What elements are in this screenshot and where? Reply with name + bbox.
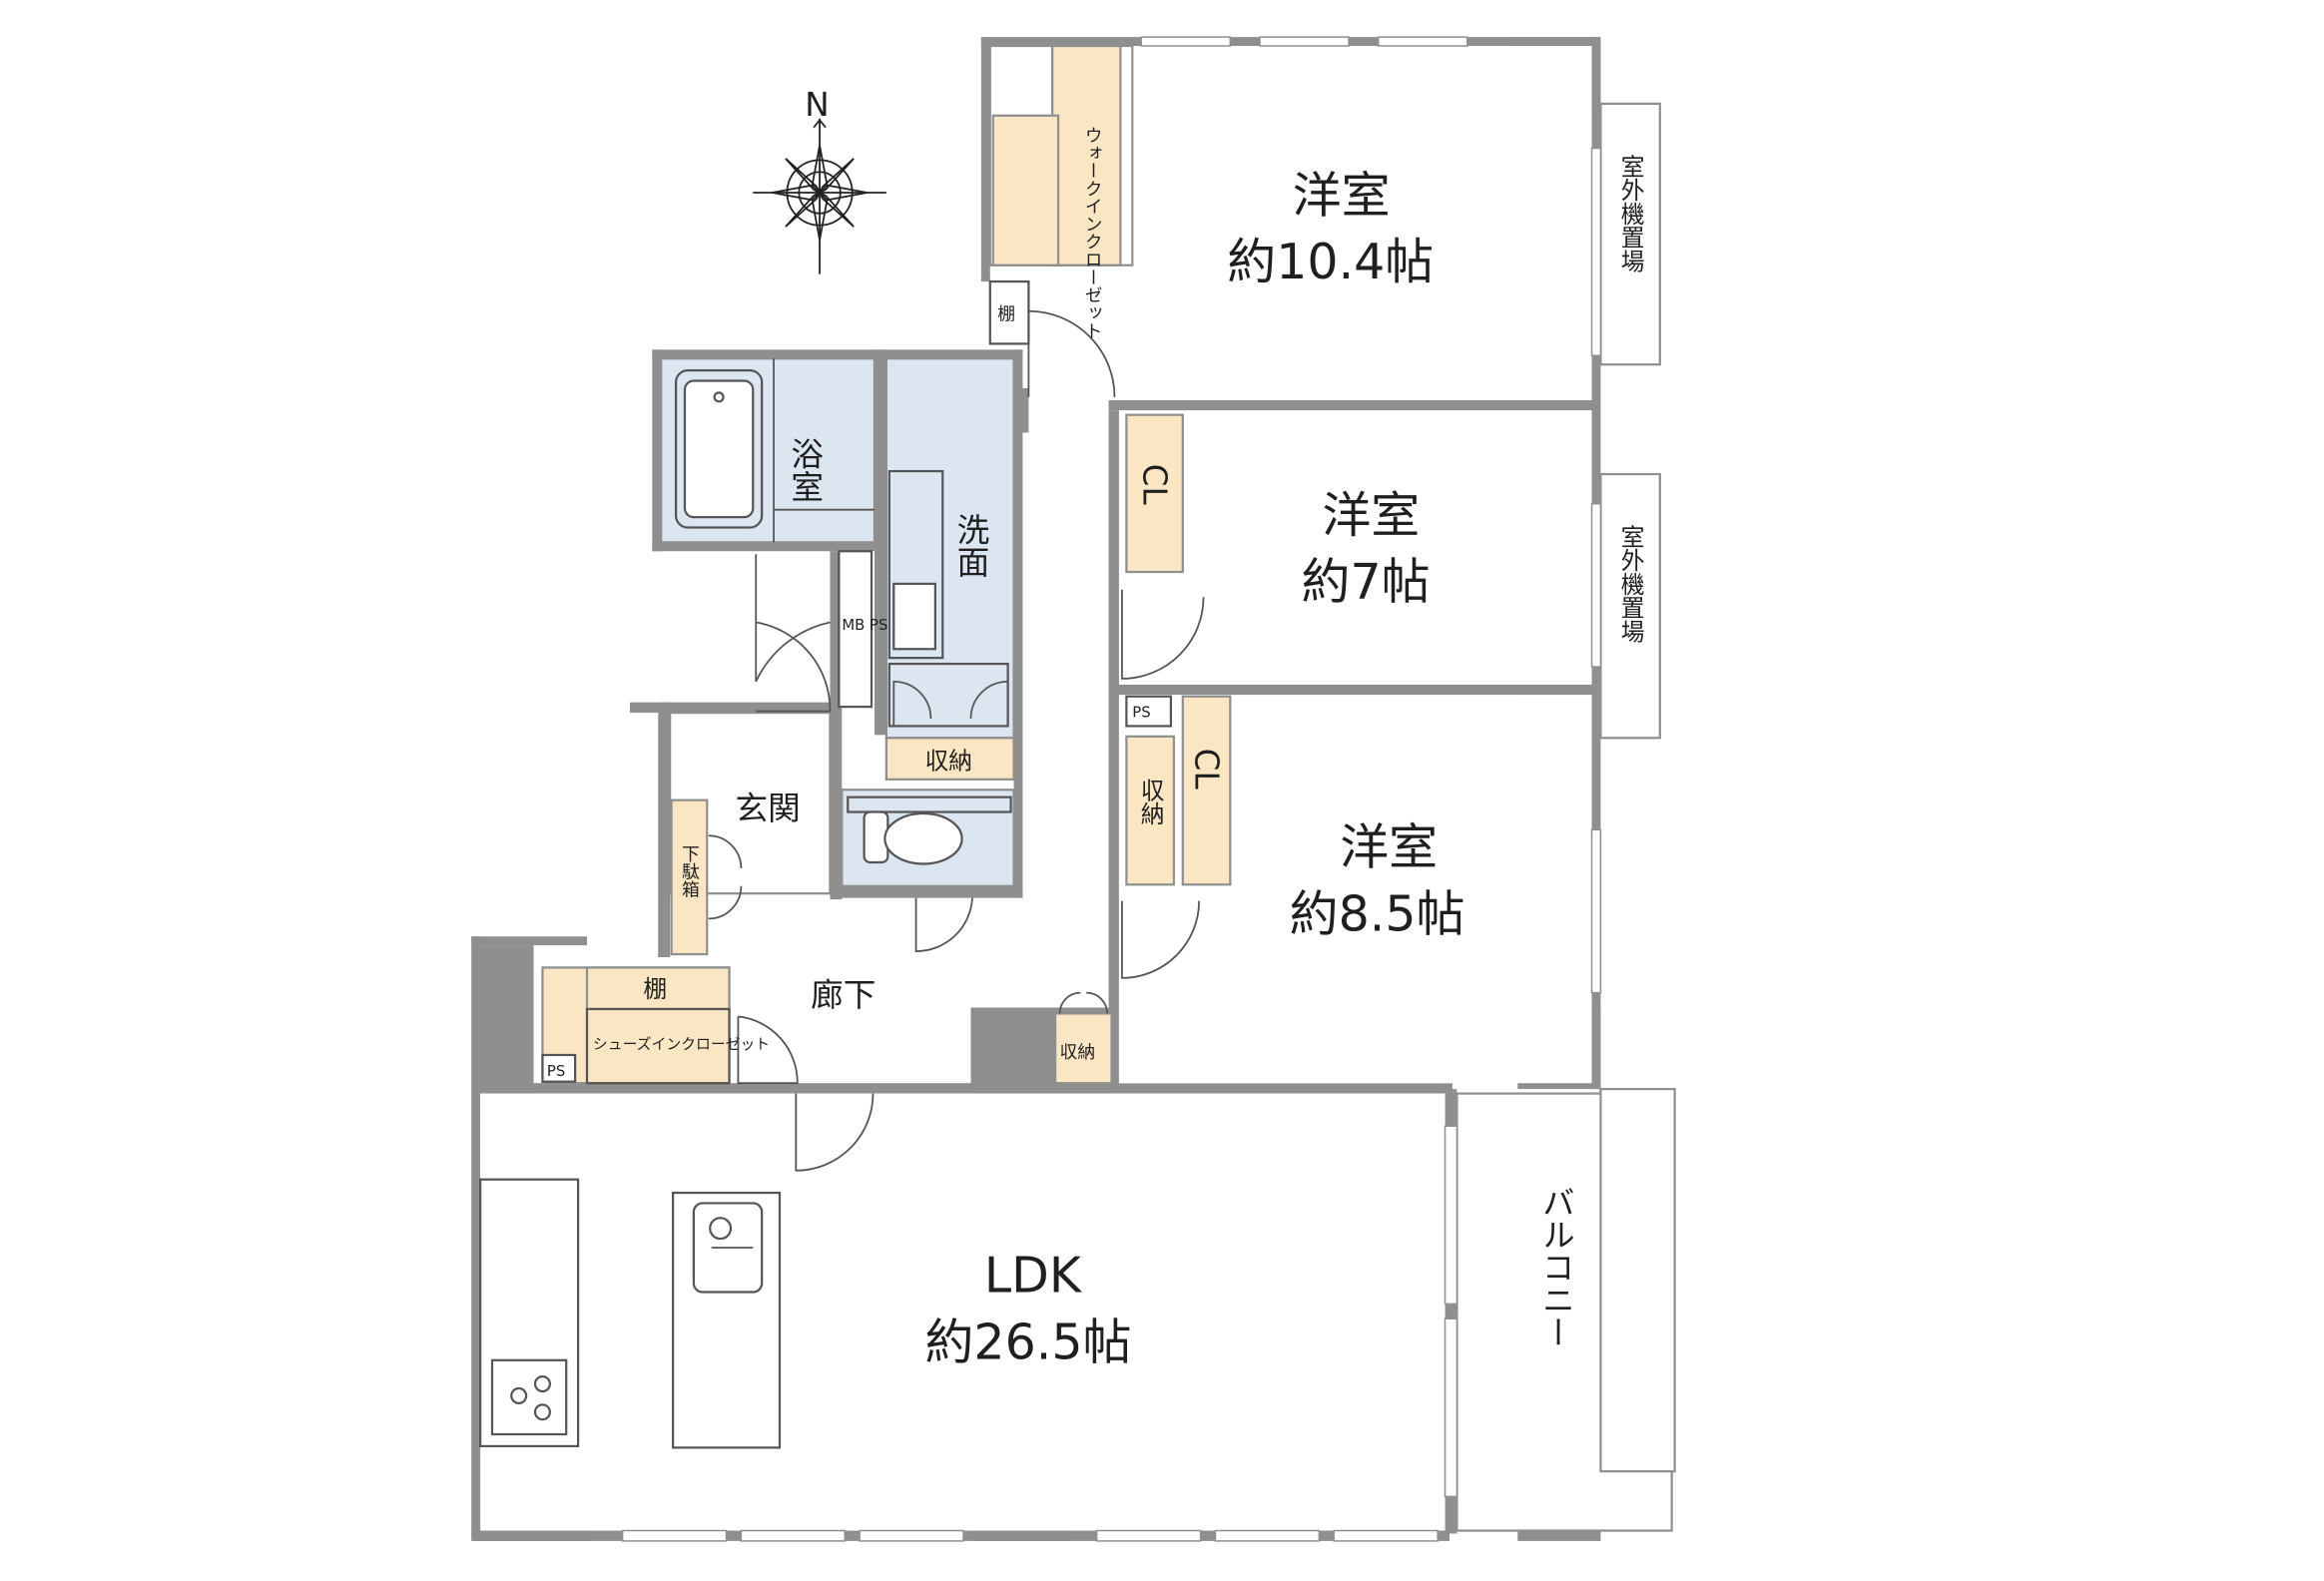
shoes-shelf-label: 棚 <box>643 975 667 1003</box>
ps-2-label: PS <box>1132 705 1150 722</box>
western-room-1-name: 洋室 <box>1293 167 1391 224</box>
closet-1-label: CL <box>1136 464 1174 506</box>
ldk-name: LDK <box>984 1248 1083 1305</box>
ldk <box>480 1093 1446 1531</box>
washroom-label: 洗面 <box>951 512 989 578</box>
western-room-2-area: 約7帖 <box>1302 554 1431 611</box>
western-room-3-name: 洋室 <box>1340 818 1438 875</box>
storage-hall <box>1054 1012 1113 1085</box>
ps-1-box <box>541 1053 577 1083</box>
outdoor-unit-2-box <box>1599 472 1661 740</box>
shoe-box-label: 下駄箱 <box>679 844 700 897</box>
mb-ps-box <box>838 550 873 709</box>
compass-rose-icon <box>753 118 886 274</box>
western-room-1-area: 約10.4帖 <box>1227 234 1434 290</box>
storage-wash <box>884 737 1015 781</box>
ps-1-label: PS <box>547 1063 565 1080</box>
closet-2-label: CL <box>1188 749 1226 790</box>
entrance-label: 玄関 <box>735 790 800 827</box>
shelf-top <box>988 279 1030 345</box>
outdoor-unit-1-label: 室外機置場 <box>1616 154 1644 272</box>
compass-north-label: N <box>805 86 829 124</box>
hallway-label: 廊下 <box>811 976 875 1014</box>
outdoor-unit-2-label: 室外機置場 <box>1616 524 1644 643</box>
western-room-3-area: 約8.5帖 <box>1290 885 1465 942</box>
shelf-top-label: 棚 <box>997 304 1015 325</box>
storage-wash-label: 収納 <box>924 747 972 775</box>
balcony-label: バルコニー <box>1537 1186 1575 1348</box>
western-room-2-name: 洋室 <box>1322 487 1420 544</box>
storage-room3-label: 収納 <box>1136 778 1164 825</box>
bathroom-label: 浴室 <box>786 437 824 502</box>
storage-hall-label: 収納 <box>1060 1042 1096 1063</box>
storage-room3 <box>1125 735 1175 886</box>
mb-ps-label: MB PS <box>842 617 887 634</box>
shoes-in-closet-label: シューズインクローゼット <box>593 1036 770 1053</box>
shoe-box <box>670 798 709 956</box>
walk-in-closet-label: ウォークインクローゼット <box>1082 126 1103 339</box>
windows <box>621 36 1602 1542</box>
closet-1 <box>1125 413 1184 574</box>
ldk-area: 約26.5帖 <box>924 1314 1131 1370</box>
western-room-2 <box>1118 410 1592 685</box>
ps-2-box <box>1125 695 1173 728</box>
closet-2 <box>1181 695 1232 886</box>
